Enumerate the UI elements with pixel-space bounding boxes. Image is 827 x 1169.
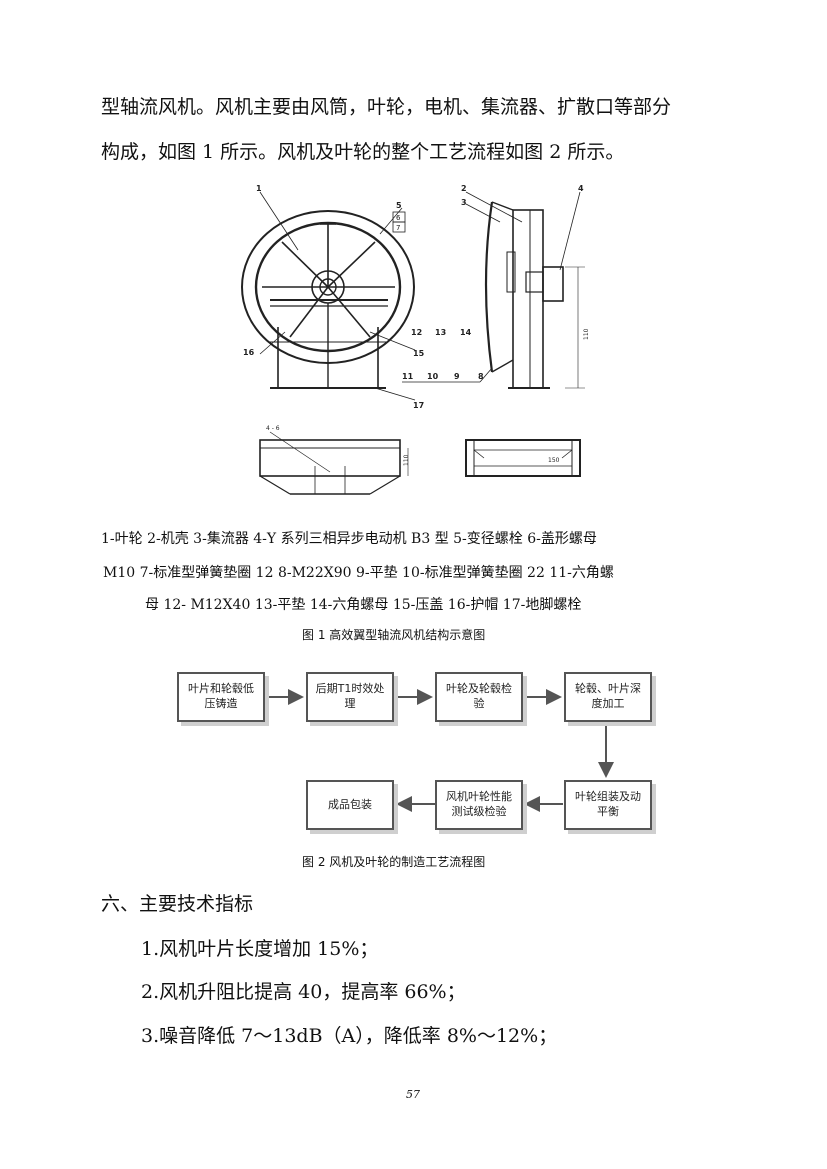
legend-line-1: 1-叶轮 2-机壳 3-集流器 4-Y 系列三相异步电动机 B3 型 5-变径螺…	[101, 531, 597, 547]
intro-line-1: 型轴流风机。风机主要由风筒，叶轮，电机、集流器、扩散口等部分	[101, 96, 672, 118]
dim-label-base-height: 110	[403, 454, 410, 466]
section-heading: 六、主要技术指标	[101, 893, 254, 915]
callout-14: 14	[460, 328, 472, 337]
base-top-view	[259, 439, 401, 477]
fan-structure-drawing: 1 2 3 4 5 6 7 12 13 14 16 15 11 10 9 8 1…	[241, 184, 590, 495]
flow-step-inspection: 叶轮及轮毂检验	[435, 672, 523, 722]
dim-label-base-width: 150	[548, 457, 560, 464]
flow-step-casting: 叶片和轮毂低压铸造	[177, 672, 265, 722]
callout-6: 6	[396, 214, 401, 222]
callout-9: 9	[454, 372, 460, 381]
callout-1: 1	[256, 184, 262, 193]
callout-5: 5	[396, 201, 402, 210]
flow-step-machining: 轮毂、叶片深度加工	[564, 672, 652, 722]
figure-2-caption: 图 2 风机及叶轮的制造工艺流程图	[302, 855, 486, 869]
flow-step-aging: 后期T1时效处理	[306, 672, 394, 722]
flow-step-performance-test: 风机叶轮性能测试级检验	[435, 780, 523, 830]
callout-8: 8	[478, 372, 484, 381]
dim-label-holes: 4 - 6	[266, 425, 280, 432]
intro-line-2: 构成，如图 1 所示。风机及叶轮的整个工艺流程如图 2 所示。	[101, 141, 625, 163]
flow-step-balancing: 叶轮组装及动平衡	[564, 780, 652, 830]
callout-2: 2	[461, 184, 467, 193]
callout-3: 3	[461, 198, 467, 207]
callout-15: 15	[413, 349, 425, 358]
callout-12: 12	[411, 328, 422, 337]
callout-10: 10	[427, 372, 439, 381]
callout-13: 13	[435, 328, 446, 337]
page-number: 57	[406, 1088, 420, 1101]
callout-17: 17	[413, 401, 424, 410]
callout-16: 16	[243, 348, 255, 357]
legend-line-2: M10 7-标准型弹簧垫圈 12 8-M22X90 9-平垫 10-标准型弹簧垫…	[103, 565, 614, 581]
spec-item-1: 1.风机叶片长度增加 15%；	[141, 938, 379, 960]
callout-4: 4	[578, 184, 584, 193]
flow-step-packaging: 成品包装	[306, 780, 394, 830]
collector-profile	[484, 201, 494, 373]
dim-label-motor-height: 110	[583, 328, 590, 340]
impeller-blades	[262, 223, 395, 338]
callout-7: 7	[396, 224, 400, 232]
spec-item-3: 3.噪音降低 7～13dB（A），降低率 8%～12%；	[141, 1025, 558, 1047]
figure-1-caption: 图 1 高效翼型轴流风机结构示意图	[302, 628, 486, 642]
callout-11: 11	[402, 372, 414, 381]
base-side-view	[465, 439, 581, 477]
spec-item-2: 2.风机升阻比提高 40，提高率 66%；	[141, 981, 466, 1003]
legend-line-3: 母 12- M12X40 13-平垫 14-六角螺母 15-压盖 16-护帽 1…	[145, 597, 582, 613]
